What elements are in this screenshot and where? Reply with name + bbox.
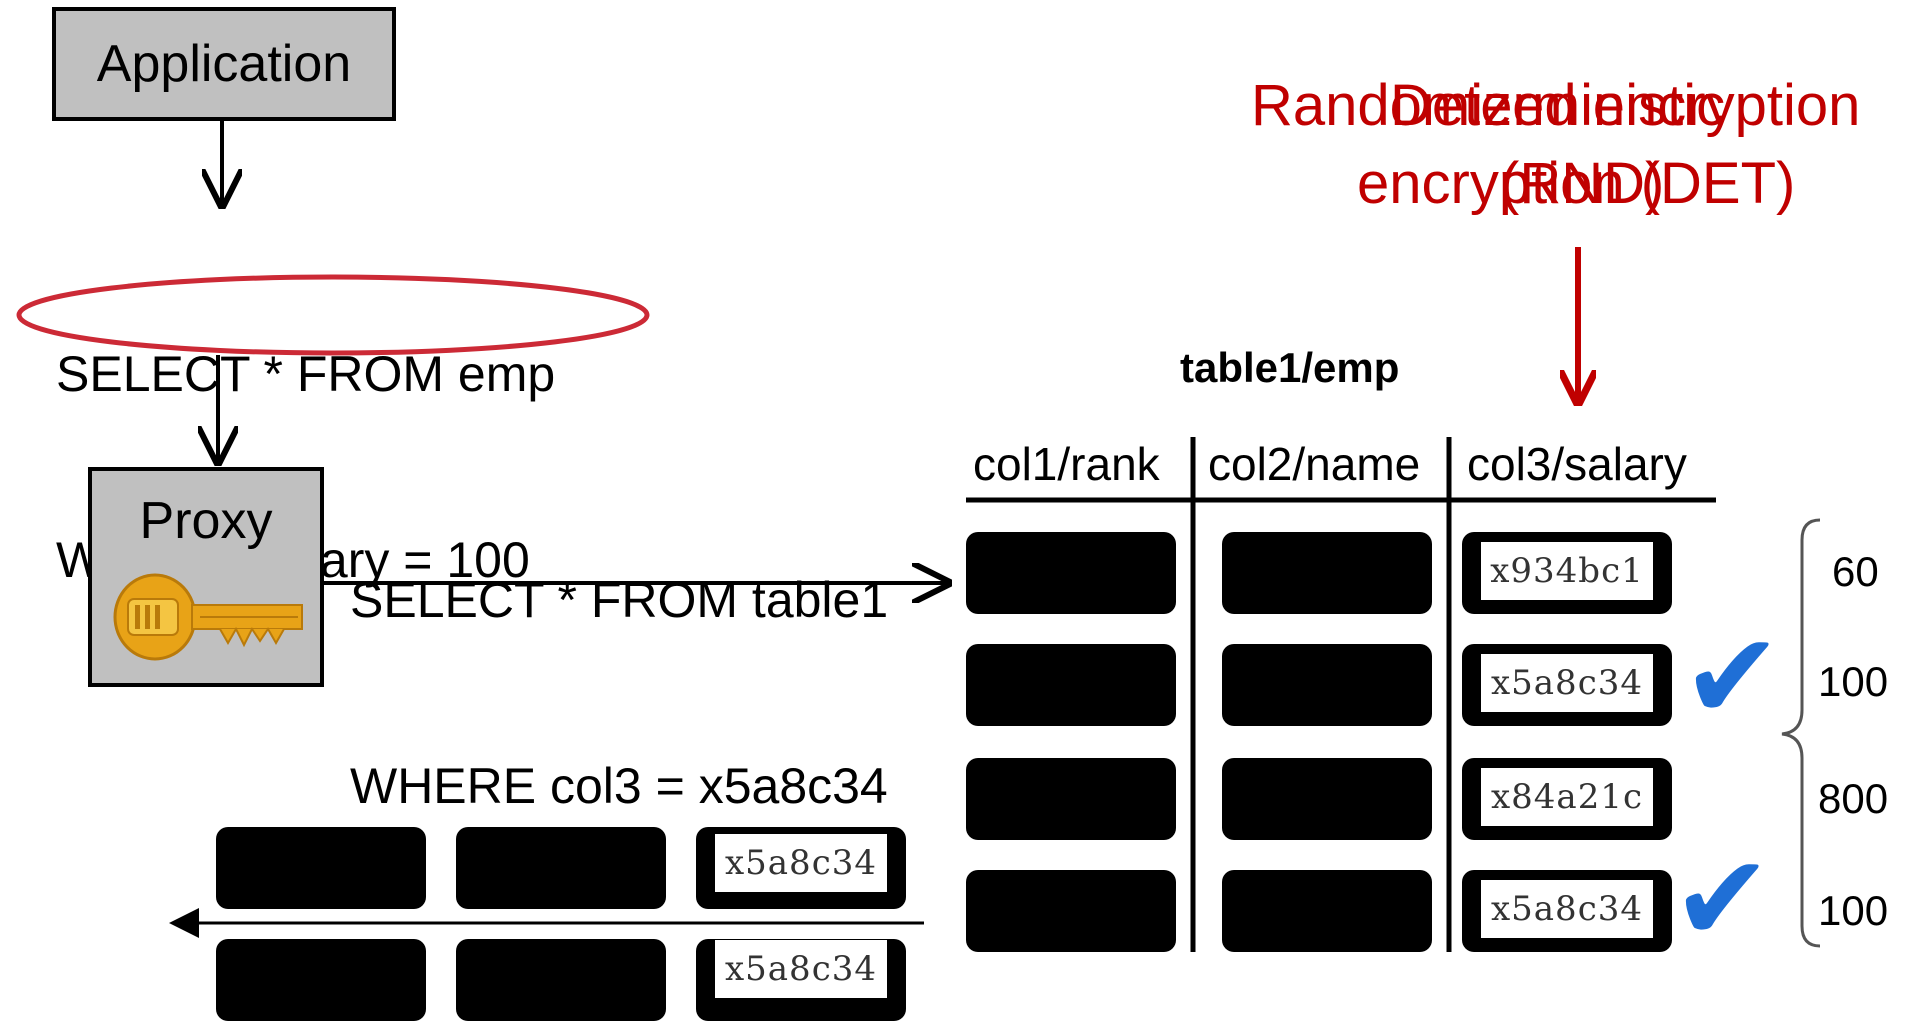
brace-top (1781, 518, 1821, 948)
column-header-salary: col3/salary (1467, 438, 1687, 490)
salary-value-2: 100 (1818, 658, 1889, 705)
result-cell-rank (216, 827, 426, 909)
encrypted-cell-rank (966, 644, 1176, 726)
ciphertext-row-2: x5a8c34 (1481, 654, 1653, 712)
query-line-1: SELECT * FROM emp (56, 346, 556, 402)
salary-value-4: 100 (1818, 887, 1889, 934)
encrypted-cell-rank (966, 532, 1176, 614)
ciphertext-row-1: x934bc1 (1481, 542, 1653, 600)
rewritten-line-2: WHERE col3 = x5a8c34 (350, 758, 888, 814)
proxy-box: Proxy (88, 467, 324, 687)
result-ciphertext-2: x5a8c34 (715, 940, 887, 998)
table-title: table1/emp (1180, 344, 1400, 391)
encrypted-cell-name (1222, 870, 1432, 952)
rewritten-query-text: SELECT * FROM table1 WHERE col3 = x5a8c3… (350, 445, 888, 879)
application-box: Application (52, 7, 396, 121)
where-clause-highlight (16, 274, 650, 356)
rnd-label-line-1: Randomized encryption (1251, 73, 1861, 138)
application-label: Application (96, 35, 352, 93)
encrypted-cell-name (1222, 532, 1432, 614)
result-ciphertext-1: x5a8c34 (715, 834, 887, 892)
encrypted-cell-rank (966, 758, 1176, 840)
salary-value-1: 60 (1832, 548, 1879, 595)
key-icon (113, 573, 303, 661)
column-header-rank: col1/rank (973, 438, 1160, 490)
checkmark-icon: ✔ (1672, 830, 1773, 969)
column-header-name: col2/name (1208, 438, 1421, 490)
result-cell-name (456, 939, 666, 1021)
ciphertext-row-4: x5a8c34 (1481, 880, 1653, 938)
encrypted-cell-rank (966, 870, 1176, 952)
ciphertext-row-3: x84a21c (1481, 768, 1653, 826)
encrypted-cell-name (1222, 644, 1432, 726)
proxy-label: Proxy (139, 492, 273, 550)
rnd-label-line-2: (RND) (1500, 151, 1665, 216)
checkmark-icon: ✔ (1682, 608, 1783, 747)
result-cell-rank (216, 939, 426, 1021)
salary-value-3: 800 (1818, 775, 1889, 822)
det-label-line-2: encryption (DET) (1357, 151, 1796, 216)
encrypted-cell-name (1222, 758, 1432, 840)
rewritten-line-1: SELECT * FROM table1 (350, 572, 889, 628)
det-label-line-1: Deterministic (1390, 73, 1726, 138)
result-cell-name (456, 827, 666, 909)
